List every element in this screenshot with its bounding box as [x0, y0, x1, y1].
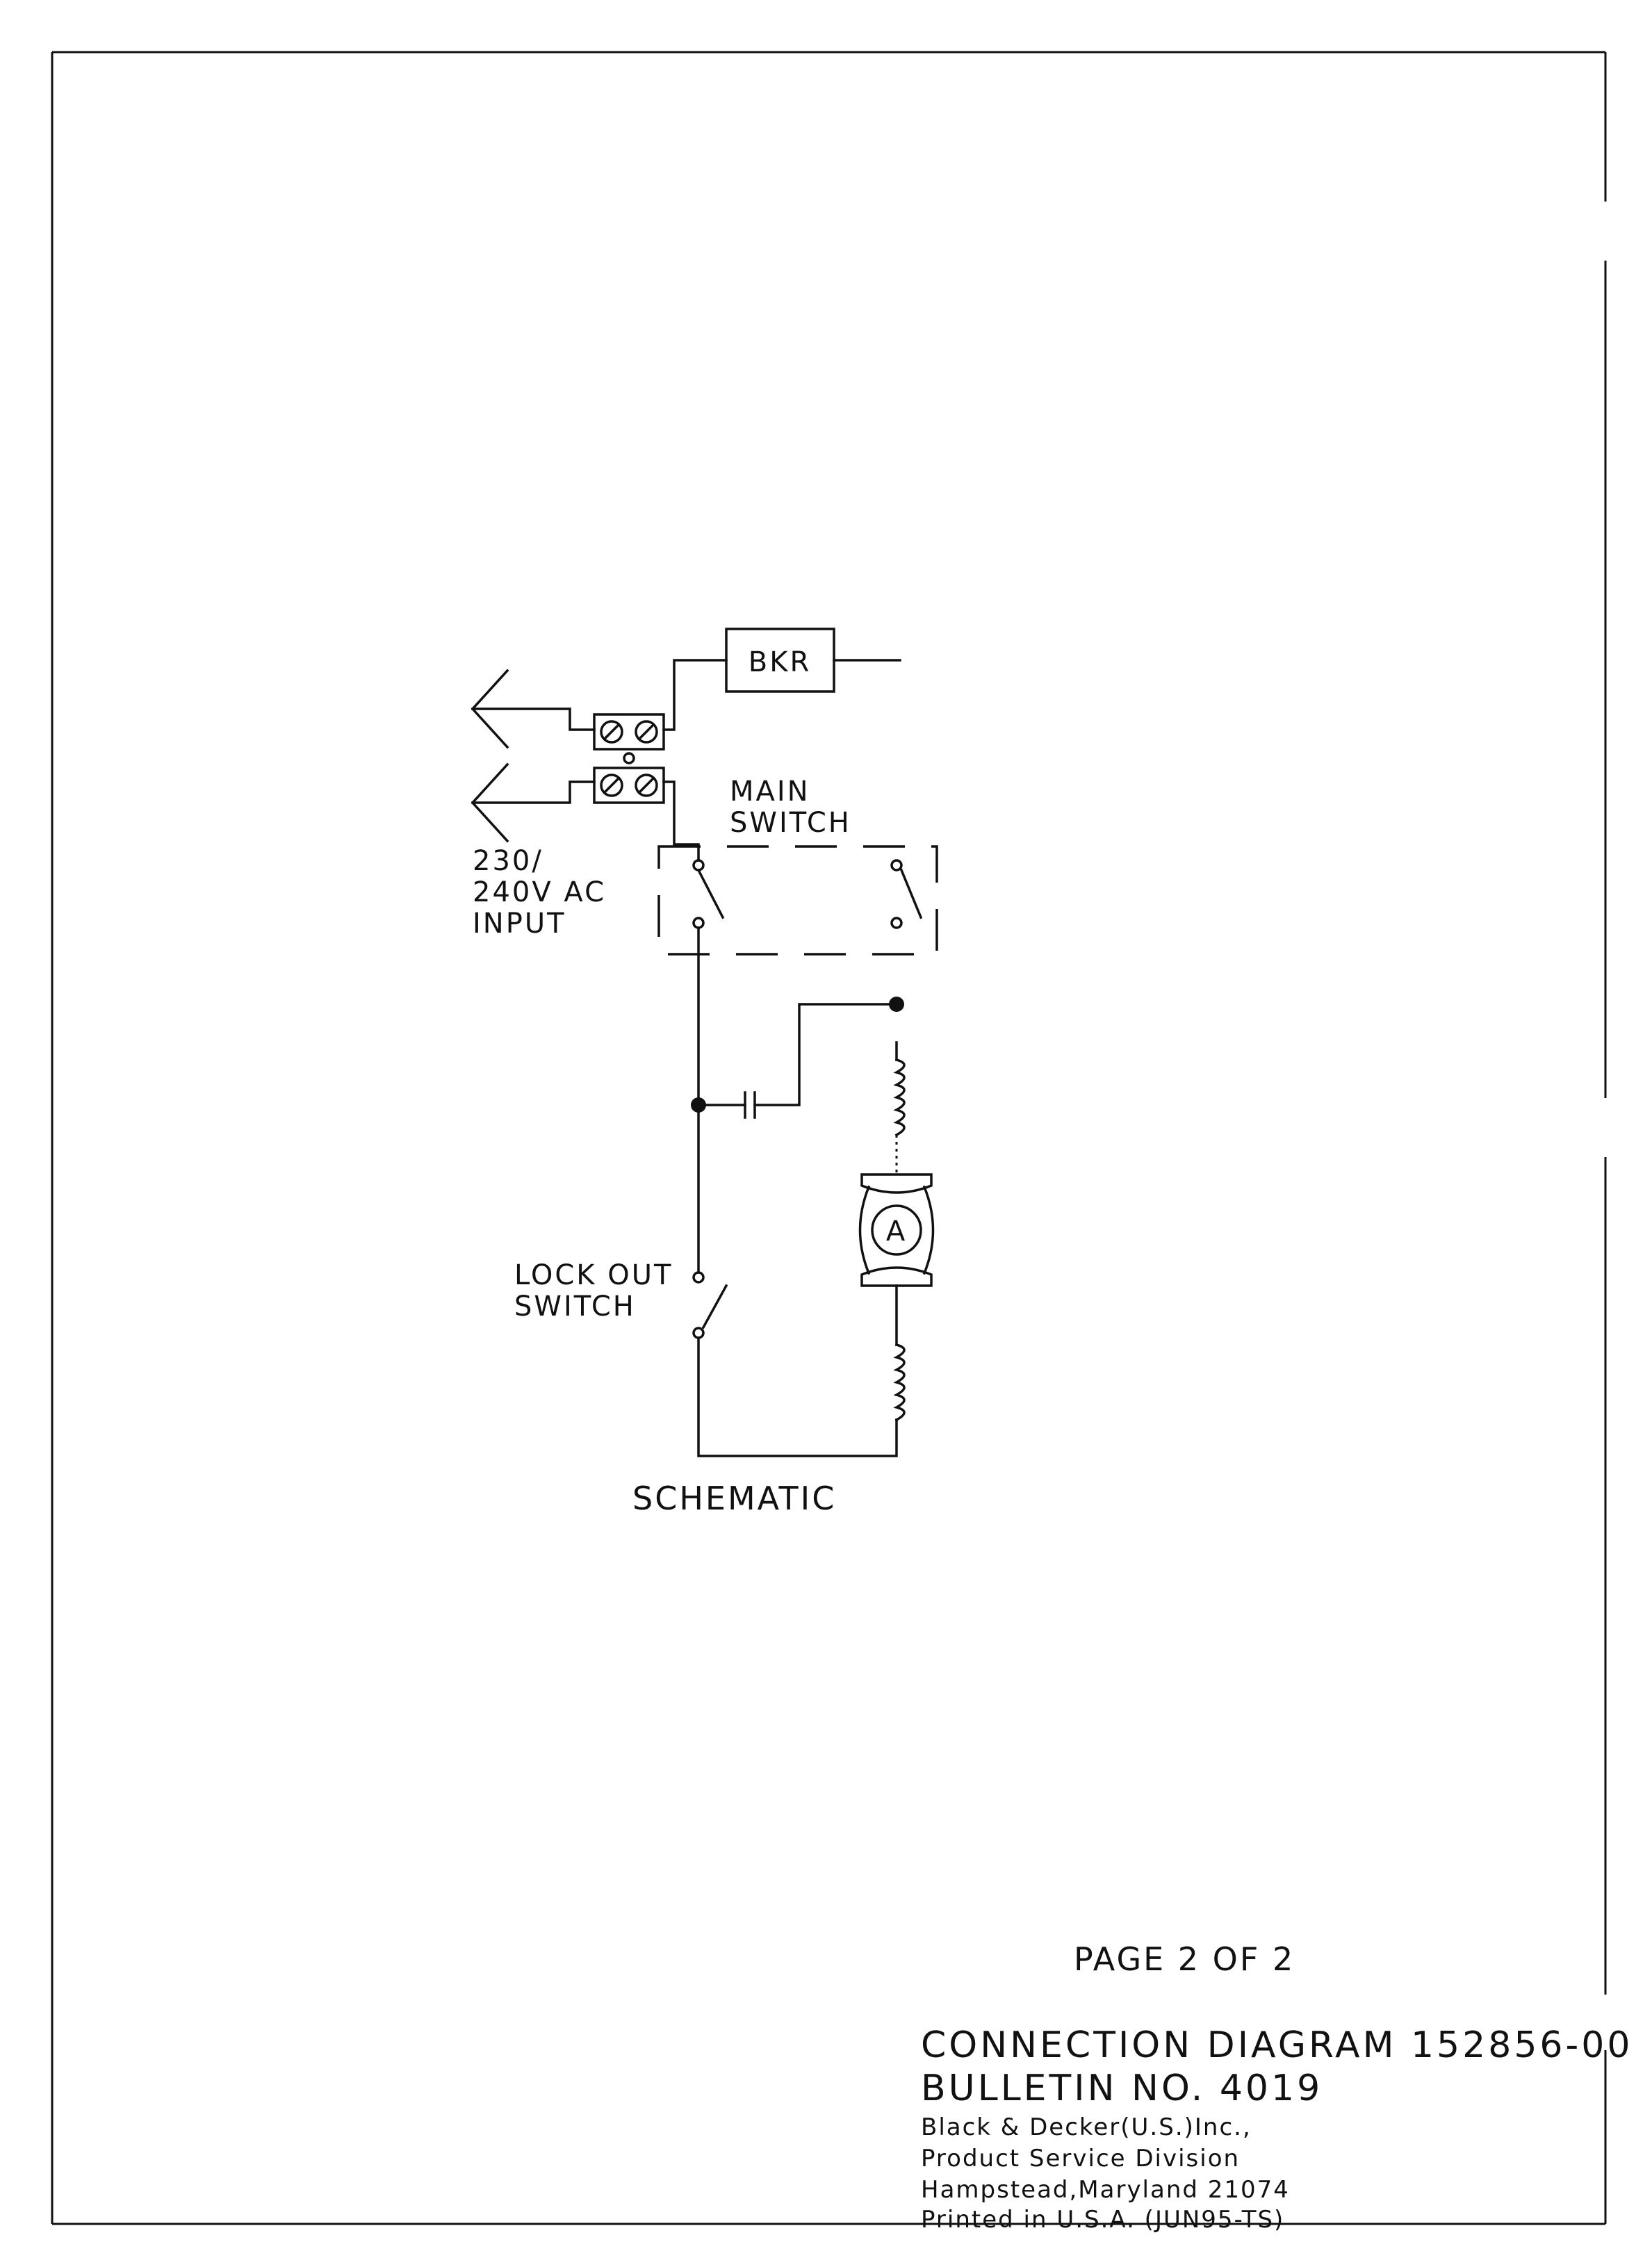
- wire-capacitor-out: [753, 1003, 898, 1106]
- main-switch-label-2: SWITCH: [730, 807, 851, 839]
- main-switch-box: [657, 845, 938, 956]
- input-label-3: INPUT: [473, 908, 566, 940]
- footer-division: Product Service Division: [921, 2145, 1240, 2172]
- wire-to-breaker: [662, 659, 728, 731]
- breaker-label: BKR: [749, 646, 811, 678]
- input-arrow-top: [471, 669, 596, 749]
- footer-company: Black & Decker(U.S.)Inc.,: [921, 2113, 1252, 2141]
- input-arrow-bottom: [471, 762, 596, 843]
- field-coil-upper: [893, 1058, 906, 1137]
- lockout-label-2: SWITCH: [514, 1291, 636, 1323]
- wire-coil-return: [697, 1336, 898, 1457]
- capacitor: [744, 1091, 756, 1119]
- input-label-2: 240V AC: [473, 876, 606, 908]
- main-switch-pole-right: [890, 859, 923, 929]
- footer-title: CONNECTION DIAGRAM 152856-00: [921, 2024, 1633, 2066]
- lockout-switch: [692, 1271, 728, 1339]
- footer-bulletin: BULLETIN NO. 4019: [921, 2068, 1323, 2109]
- schematic-caption: SCHEMATIC: [632, 1480, 836, 1517]
- page-number: PAGE 2 OF 2: [1074, 1940, 1295, 1978]
- main-switch-pole-left: [692, 859, 725, 929]
- footer-printed: Printed in U.S.A. (JUN95-TS): [921, 2206, 1284, 2234]
- terminal-block: [593, 713, 665, 804]
- field-coil-lower: [893, 1343, 906, 1422]
- armature-motor: [858, 1173, 935, 1287]
- page-border: [51, 51, 1607, 2225]
- main-switch-label-1: MAIN: [730, 776, 810, 808]
- armature-label: A: [886, 1216, 907, 1247]
- footer-address: Hampstead,Maryland 21074: [921, 2176, 1290, 2204]
- lockout-label-1: LOCK OUT: [514, 1259, 673, 1291]
- input-label-1: 230/: [473, 845, 543, 877]
- junction-dot-right: [889, 997, 904, 1012]
- wire-to-main-switch: [662, 780, 700, 862]
